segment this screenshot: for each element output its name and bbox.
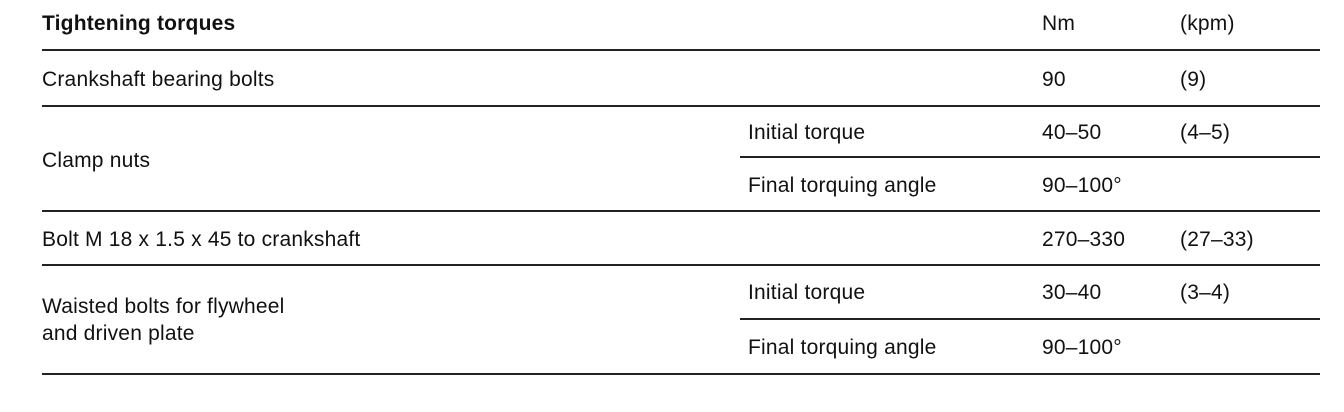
row-kpm: (3–4) <box>1180 281 1231 304</box>
footer-rule <box>42 373 1320 375</box>
row-item: Crankshaft bearing bolts <box>42 68 275 91</box>
row-kpm: (4–5) <box>1180 121 1231 144</box>
row-item: Bolt M 18 x 1.5 x 45 to crankshaft <box>42 228 361 251</box>
column-header-kpm: (kpm) <box>1180 12 1235 35</box>
row-stage: Final torquing angle <box>748 174 937 197</box>
row-nm: 40–50 <box>1042 121 1102 144</box>
column-header-nm: Nm <box>1042 12 1076 35</box>
row-nm: 90–100° <box>1042 336 1122 359</box>
row-kpm: (27–33) <box>1180 228 1254 251</box>
row-nm: 90 <box>1042 68 1066 91</box>
row-nm: 270–330 <box>1042 228 1126 251</box>
row-item: Clamp nuts <box>42 149 151 172</box>
row-divider <box>42 264 1320 266</box>
sub-row-divider <box>740 318 1320 320</box>
row-divider <box>42 105 1320 107</box>
row-stage: Initial torque <box>748 121 866 144</box>
table-title: Tightening torques <box>42 12 236 35</box>
row-nm: 30–40 <box>1042 281 1102 304</box>
row-nm: 90–100° <box>1042 174 1122 197</box>
header-rule <box>42 49 1320 51</box>
row-kpm: (9) <box>1180 68 1207 91</box>
row-item-line1: Waisted bolts for flywheel <box>42 295 285 318</box>
sub-row-divider <box>740 156 1320 158</box>
row-item-line2: and driven plate <box>42 322 195 345</box>
row-divider <box>42 210 1320 212</box>
row-stage: Initial torque <box>748 281 866 304</box>
row-stage: Final torquing angle <box>748 336 937 359</box>
